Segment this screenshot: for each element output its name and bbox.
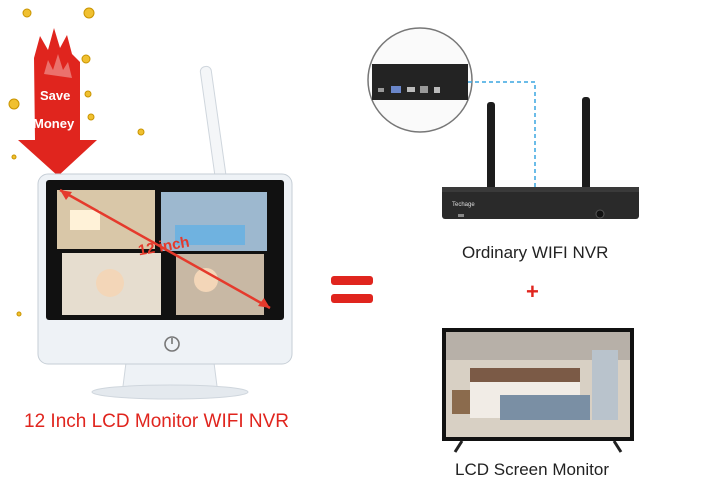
badge-save-text: Save [40, 88, 71, 103]
monitor-antenna [199, 65, 228, 186]
badge-money-text: Money [33, 116, 75, 131]
power-icon [164, 336, 180, 352]
nvr-brand-label: Techage [452, 202, 475, 208]
lcd-nvr-monitor [37, 173, 293, 400]
wifi-nvr-box [442, 187, 639, 219]
lcd-monitor-caption: LCD Screen Monitor [455, 460, 610, 479]
equals-icon [331, 276, 373, 303]
save-money-badge [18, 28, 97, 176]
ordinary-nvr-caption: Ordinary WIFI NVR [462, 243, 609, 262]
lcd-screen-monitor [442, 328, 634, 453]
nvr-back-panel-zoom [367, 27, 473, 133]
zoom-connector [468, 81, 536, 188]
nvr-antenna [487, 97, 590, 190]
plus-icon: + [526, 279, 539, 304]
coin-icon [8, 7, 146, 317]
lcd-nvr-caption: 12 Inch LCD Monitor WIFI NVR [24, 411, 290, 432]
